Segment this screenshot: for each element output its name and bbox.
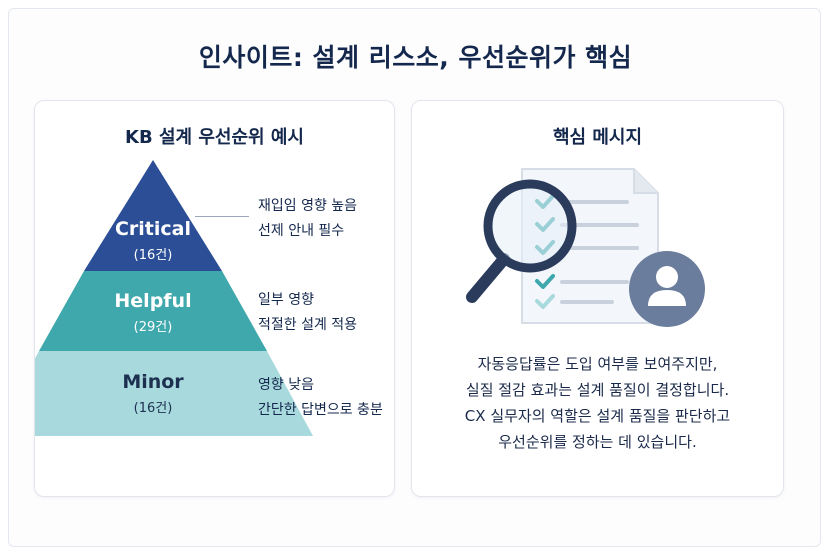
magnifier-document-user-icon — [466, 168, 705, 327]
tier-critical-desc-line: 재입임 영향 높음 — [258, 198, 358, 214]
tier-minor-count: (16건) — [133, 401, 173, 416]
priority-card: KB 설계 우선순위 예시 Critical (16건) Helpful (29… — [34, 100, 395, 497]
priority-pyramid — [35, 160, 313, 436]
magnifier-icon — [466, 179, 577, 303]
tier-helpful-name: Helpful — [114, 290, 192, 312]
tier-critical-desc-line: 선제 안내 필수 — [258, 223, 345, 239]
tier-helpful-desc-line: 적절한 설계 적용 — [258, 317, 358, 333]
key-message-line: 자동응답률은 도입 여부를 보여주지만, — [477, 355, 718, 373]
page-title: 인사이트: 설계 리스소, 우선순위가 핵심 — [198, 43, 633, 72]
priority-card-title: KB 설계 우선순위 예시 — [125, 127, 304, 148]
tier-helpful-count: (29건) — [133, 320, 173, 335]
tier-minor-name: Minor — [122, 371, 184, 393]
tier-minor-desc: 영향 낮음 간단한 답변으로 충분 — [258, 373, 383, 423]
tier-critical-name: Critical — [114, 218, 192, 240]
tier-critical-desc: 재입임 영향 높음 선제 안내 필수 — [258, 194, 357, 244]
key-message-line: CX 실무자의 역할은 설계 품질을 판단하고 — [464, 407, 731, 425]
tier-minor-desc-line: 영향 낮음 — [258, 377, 314, 393]
pyramid-tier-helpful-shape — [39, 271, 267, 351]
key-message-line: 우선순위를 정하는 데 있습니다. — [498, 433, 697, 451]
key-message-card: 핵심 메시지 — [411, 100, 784, 497]
tier-minor-label: Minor (16건) — [73, 371, 233, 416]
tier-critical-connector — [195, 216, 249, 217]
tier-critical-count: (16건) — [133, 248, 173, 263]
pyramid-tier-critical-shape — [84, 160, 222, 271]
tier-minor-desc-line: 간단한 답변으로 충분 — [258, 402, 383, 418]
tier-critical-label: Critical (16건) — [73, 218, 233, 263]
key-message-title: 핵심 메시지 — [552, 127, 643, 148]
tier-helpful-desc-line: 일부 영향 — [258, 292, 314, 308]
key-message-line: 실질 절감 효과는 설계 품질이 결정합니다. — [465, 381, 730, 399]
pyramid-tier-minor-shape — [35, 351, 313, 436]
user-avatar-icon — [629, 251, 705, 327]
tier-helpful-label: Helpful (29건) — [73, 290, 233, 335]
key-message-text: 자동응답률은 도입 여부를 보여주지만, 실질 절감 효과는 설계 품질이 결정… — [412, 351, 783, 455]
tier-helpful-desc: 일부 영향 적절한 설계 적용 — [258, 288, 357, 338]
